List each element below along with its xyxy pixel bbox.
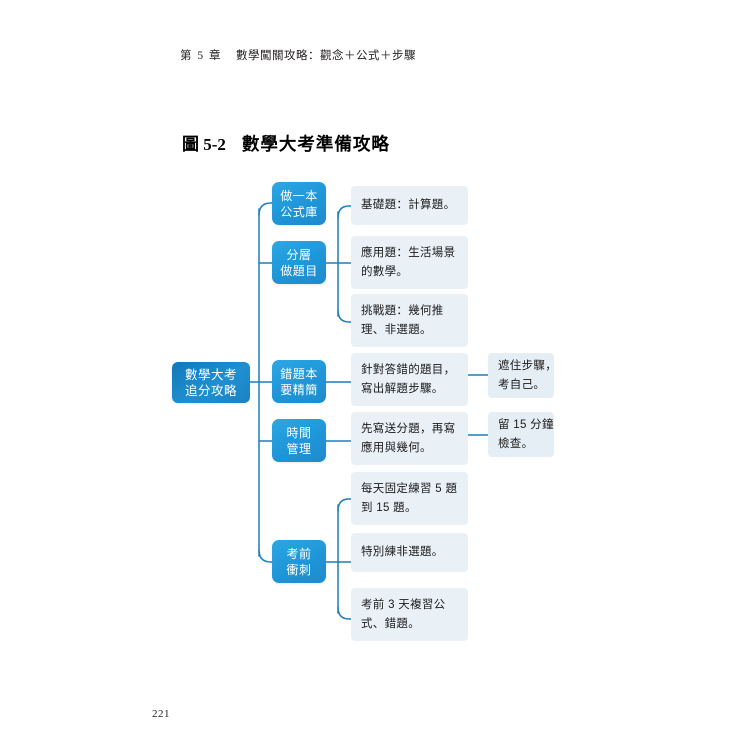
node-b3-line1: 錯題本	[280, 366, 318, 381]
leaf5-line1: 先寫送分題，再寫	[361, 422, 456, 435]
connector-spine-bottom-elbow	[258, 549, 274, 563]
leaf-challenge-problems[interactable]: 挑戰題：幾何推 理、非選題。	[351, 294, 468, 347]
leaf5t-line1: 留 15 分鐘	[498, 418, 554, 431]
node-b5-line2: 衝刺	[286, 562, 312, 577]
node-b2-line1: 分層	[286, 247, 312, 262]
leaf4-line1: 針對答錯的題目，	[361, 363, 456, 376]
node-root-line1: 數學大考	[184, 367, 237, 382]
node-root[interactable]: 數學大考 追分攻略	[172, 362, 250, 403]
connector-spine-top-elbow	[258, 202, 274, 216]
leaf3-line1: 挑戰題：幾何推	[361, 304, 444, 317]
node-branch-error-notebook[interactable]: 錯題本 要精簡	[272, 360, 326, 403]
leaf-basic-problems[interactable]: 基礎題：計算題。	[351, 186, 468, 225]
leaf-write-solution-steps[interactable]: 針對答錯的題目， 寫出解題步驟。	[351, 353, 468, 406]
leaf-review-three-days-before[interactable]: 考前 3 天複習公 式、錯題。	[351, 588, 468, 641]
leaf-applied-problems[interactable]: 應用題：生活場景 的數學。	[351, 236, 468, 289]
leaf6-line1: 每天固定練習 5 題	[361, 482, 458, 495]
figure-caption: 數學大考準備攻略	[241, 134, 390, 154]
leaf4t-line2: 考自己。	[498, 378, 546, 391]
node-b5-line1: 考前	[286, 546, 312, 561]
figure-number: 圖 5-2	[182, 135, 226, 154]
running-head: 第 5 章 數學闖關攻略：觀念＋公式＋步驟	[180, 47, 416, 63]
leaf3-line2: 理、非選題。	[361, 323, 432, 336]
node-b2-line2: 做題目	[280, 263, 318, 278]
running-head-chapter: 第 5 章	[180, 50, 222, 62]
leaf1-line1: 基礎題：計算題。	[361, 199, 456, 211]
node-b1-line1: 做一本	[280, 188, 318, 203]
leaf5t-line2: 檢查。	[498, 437, 534, 450]
connector-branch5-leaf3	[337, 606, 352, 620]
leaf-reserve-15-minutes[interactable]: 留 15 分鐘 檢查。	[488, 412, 554, 457]
leaf5-line2: 應用與幾何。	[361, 441, 432, 454]
leaf4t-line1: 遮住步驟，	[498, 359, 557, 372]
leaf-answer-order-strategy[interactable]: 先寫送分題，再寫 應用與幾何。	[351, 412, 468, 465]
node-branch-formula-book[interactable]: 做一本 公式庫	[272, 182, 326, 225]
connector-branch5-leaf1	[337, 498, 352, 512]
page-number: 221	[152, 708, 170, 720]
leaf6-line2: 到 15 題。	[361, 501, 417, 514]
leaf4-line2: 寫出解題步驟。	[361, 382, 444, 395]
leaf2-line1: 應用題：生活場景	[361, 246, 456, 259]
node-b4-line1: 時間	[286, 425, 312, 440]
node-branch-time-management[interactable]: 時間 管理	[272, 419, 326, 462]
leaf-daily-practice-quota[interactable]: 每天固定練習 5 題 到 15 題。	[351, 472, 468, 525]
node-root-line2: 追分攻略	[184, 383, 237, 398]
node-branch-final-sprint[interactable]: 考前 衝刺	[272, 540, 326, 583]
leaf-cover-steps-self-test[interactable]: 遮住步驟， 考自己。	[488, 353, 557, 398]
leaf8-line1: 考前 3 天複習公	[361, 598, 446, 611]
figure-title: 圖 5-2 數學大考準備攻略	[182, 130, 390, 156]
connector-branch2-leaf3	[337, 309, 352, 323]
leaf7-line1: 特別練非選題。	[361, 546, 444, 558]
leaf-practice-free-response[interactable]: 特別練非選題。	[351, 533, 468, 572]
node-b3-line2: 要精簡	[280, 382, 318, 397]
node-branch-layered-practice[interactable]: 分層 做題目	[272, 241, 326, 284]
running-head-title: 數學闖關攻略：觀念＋公式＋步驟	[236, 50, 416, 62]
leaf2-line2: 的數學。	[361, 265, 409, 278]
leaf8-line2: 式、錯題。	[361, 617, 420, 630]
node-b4-line2: 管理	[286, 441, 312, 456]
connector-branch2-leaf1	[337, 205, 352, 219]
node-b1-line2: 公式庫	[280, 204, 318, 219]
